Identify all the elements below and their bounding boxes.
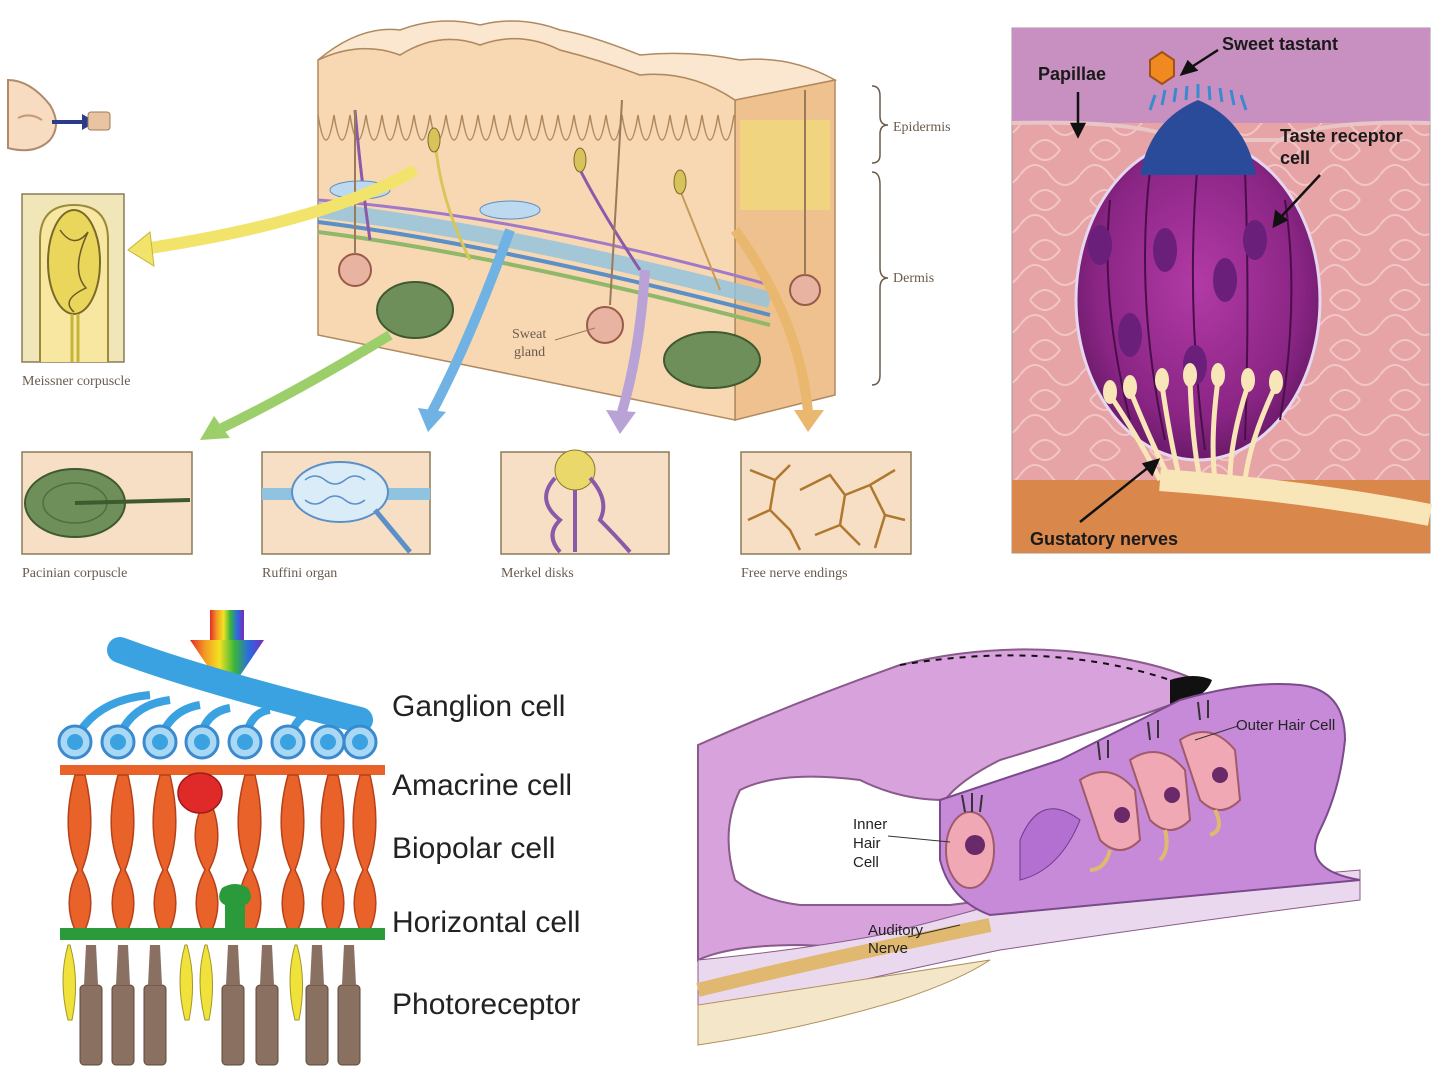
inner-hair-label-2: Hair <box>853 835 881 852</box>
merkel-arrow <box>617 269 650 414</box>
sweat-gland-label-2: gland <box>514 345 545 360</box>
light-arrow-icon <box>190 610 264 695</box>
taste-bud-diagram: Sweet tastant Papillae Taste receptor ce… <box>1011 27 1433 554</box>
ruffini-label: Ruffini organ <box>262 566 337 581</box>
epidermis-bracket <box>871 85 889 164</box>
epidermis-label: Epidermis <box>893 120 951 135</box>
auditory-nerve-label-1: Auditory <box>868 922 924 939</box>
ganglion-label: Ganglion cell <box>392 690 565 723</box>
auditory-nerve-label-2: Nerve <box>868 940 908 957</box>
outer-hair-cells <box>1078 700 1242 872</box>
horizontal-cell-shape <box>60 884 385 940</box>
pacinian-inset <box>21 451 193 555</box>
ruffini-inset <box>261 451 431 555</box>
taste-receptor-label-2: cell <box>1280 148 1310 168</box>
skin-block <box>317 20 838 421</box>
inner-hair-label-1: Inner <box>853 816 887 833</box>
taste-surface <box>1012 28 1430 123</box>
finger-icon <box>7 78 111 152</box>
horizontal-label: Horizontal cell <box>392 906 580 939</box>
cochlea-diagram: Outer Hair Cell Inner Hair Cell Auditory… <box>696 648 1361 1046</box>
gustatory-nerves-label: Gustatory nerves <box>1030 529 1178 549</box>
photoreceptor-label: Photoreceptor <box>392 988 580 1021</box>
ruffini-arrow <box>427 228 515 415</box>
ganglion-cell-row <box>57 724 378 760</box>
bipolar-label: Biopolar cell <box>392 832 555 865</box>
free-endings-label: Free nerve endings <box>741 566 848 581</box>
sweat-gland-label-1: Sweat <box>512 327 546 342</box>
bipolar-cell-row <box>60 765 385 931</box>
free-endings-inset <box>740 451 912 555</box>
pacinian-arrow <box>219 330 393 433</box>
outer-hair-cell-label: Outer Hair Cell <box>1236 717 1335 734</box>
merkel-inset <box>500 449 670 555</box>
taste-receptor-cell-shape <box>1074 138 1322 462</box>
merkel-label: Merkel disks <box>501 566 574 581</box>
photoreceptor-row <box>62 944 361 1066</box>
meissner-arrow <box>149 164 419 254</box>
dermis-label: Dermis <box>893 271 934 286</box>
amacrine-cell-shape <box>177 772 223 814</box>
inner-hair-label-3: Cell <box>853 854 879 871</box>
sweet-tastant-icon <box>1149 50 1175 86</box>
sweet-tastant-label: Sweet tastant <box>1222 34 1338 54</box>
skin-diagram: Sweat gland Epidermis Dermis Meissner co… <box>7 20 951 581</box>
papillae-label: Papillae <box>1038 64 1106 84</box>
amacrine-label: Amacrine cell <box>392 769 572 802</box>
taste-receptor-label-1: Taste receptor <box>1280 126 1403 146</box>
free-endings-arrow <box>730 227 813 413</box>
meissner-inset <box>21 193 125 363</box>
meissner-label: Meissner corpuscle <box>22 374 130 389</box>
dermis-bracket <box>871 171 889 386</box>
retina-diagram: Ganglion cell Amacrine cell Biopolar cel… <box>57 610 580 1066</box>
pacinian-label: Pacinian corpuscle <box>22 566 127 581</box>
